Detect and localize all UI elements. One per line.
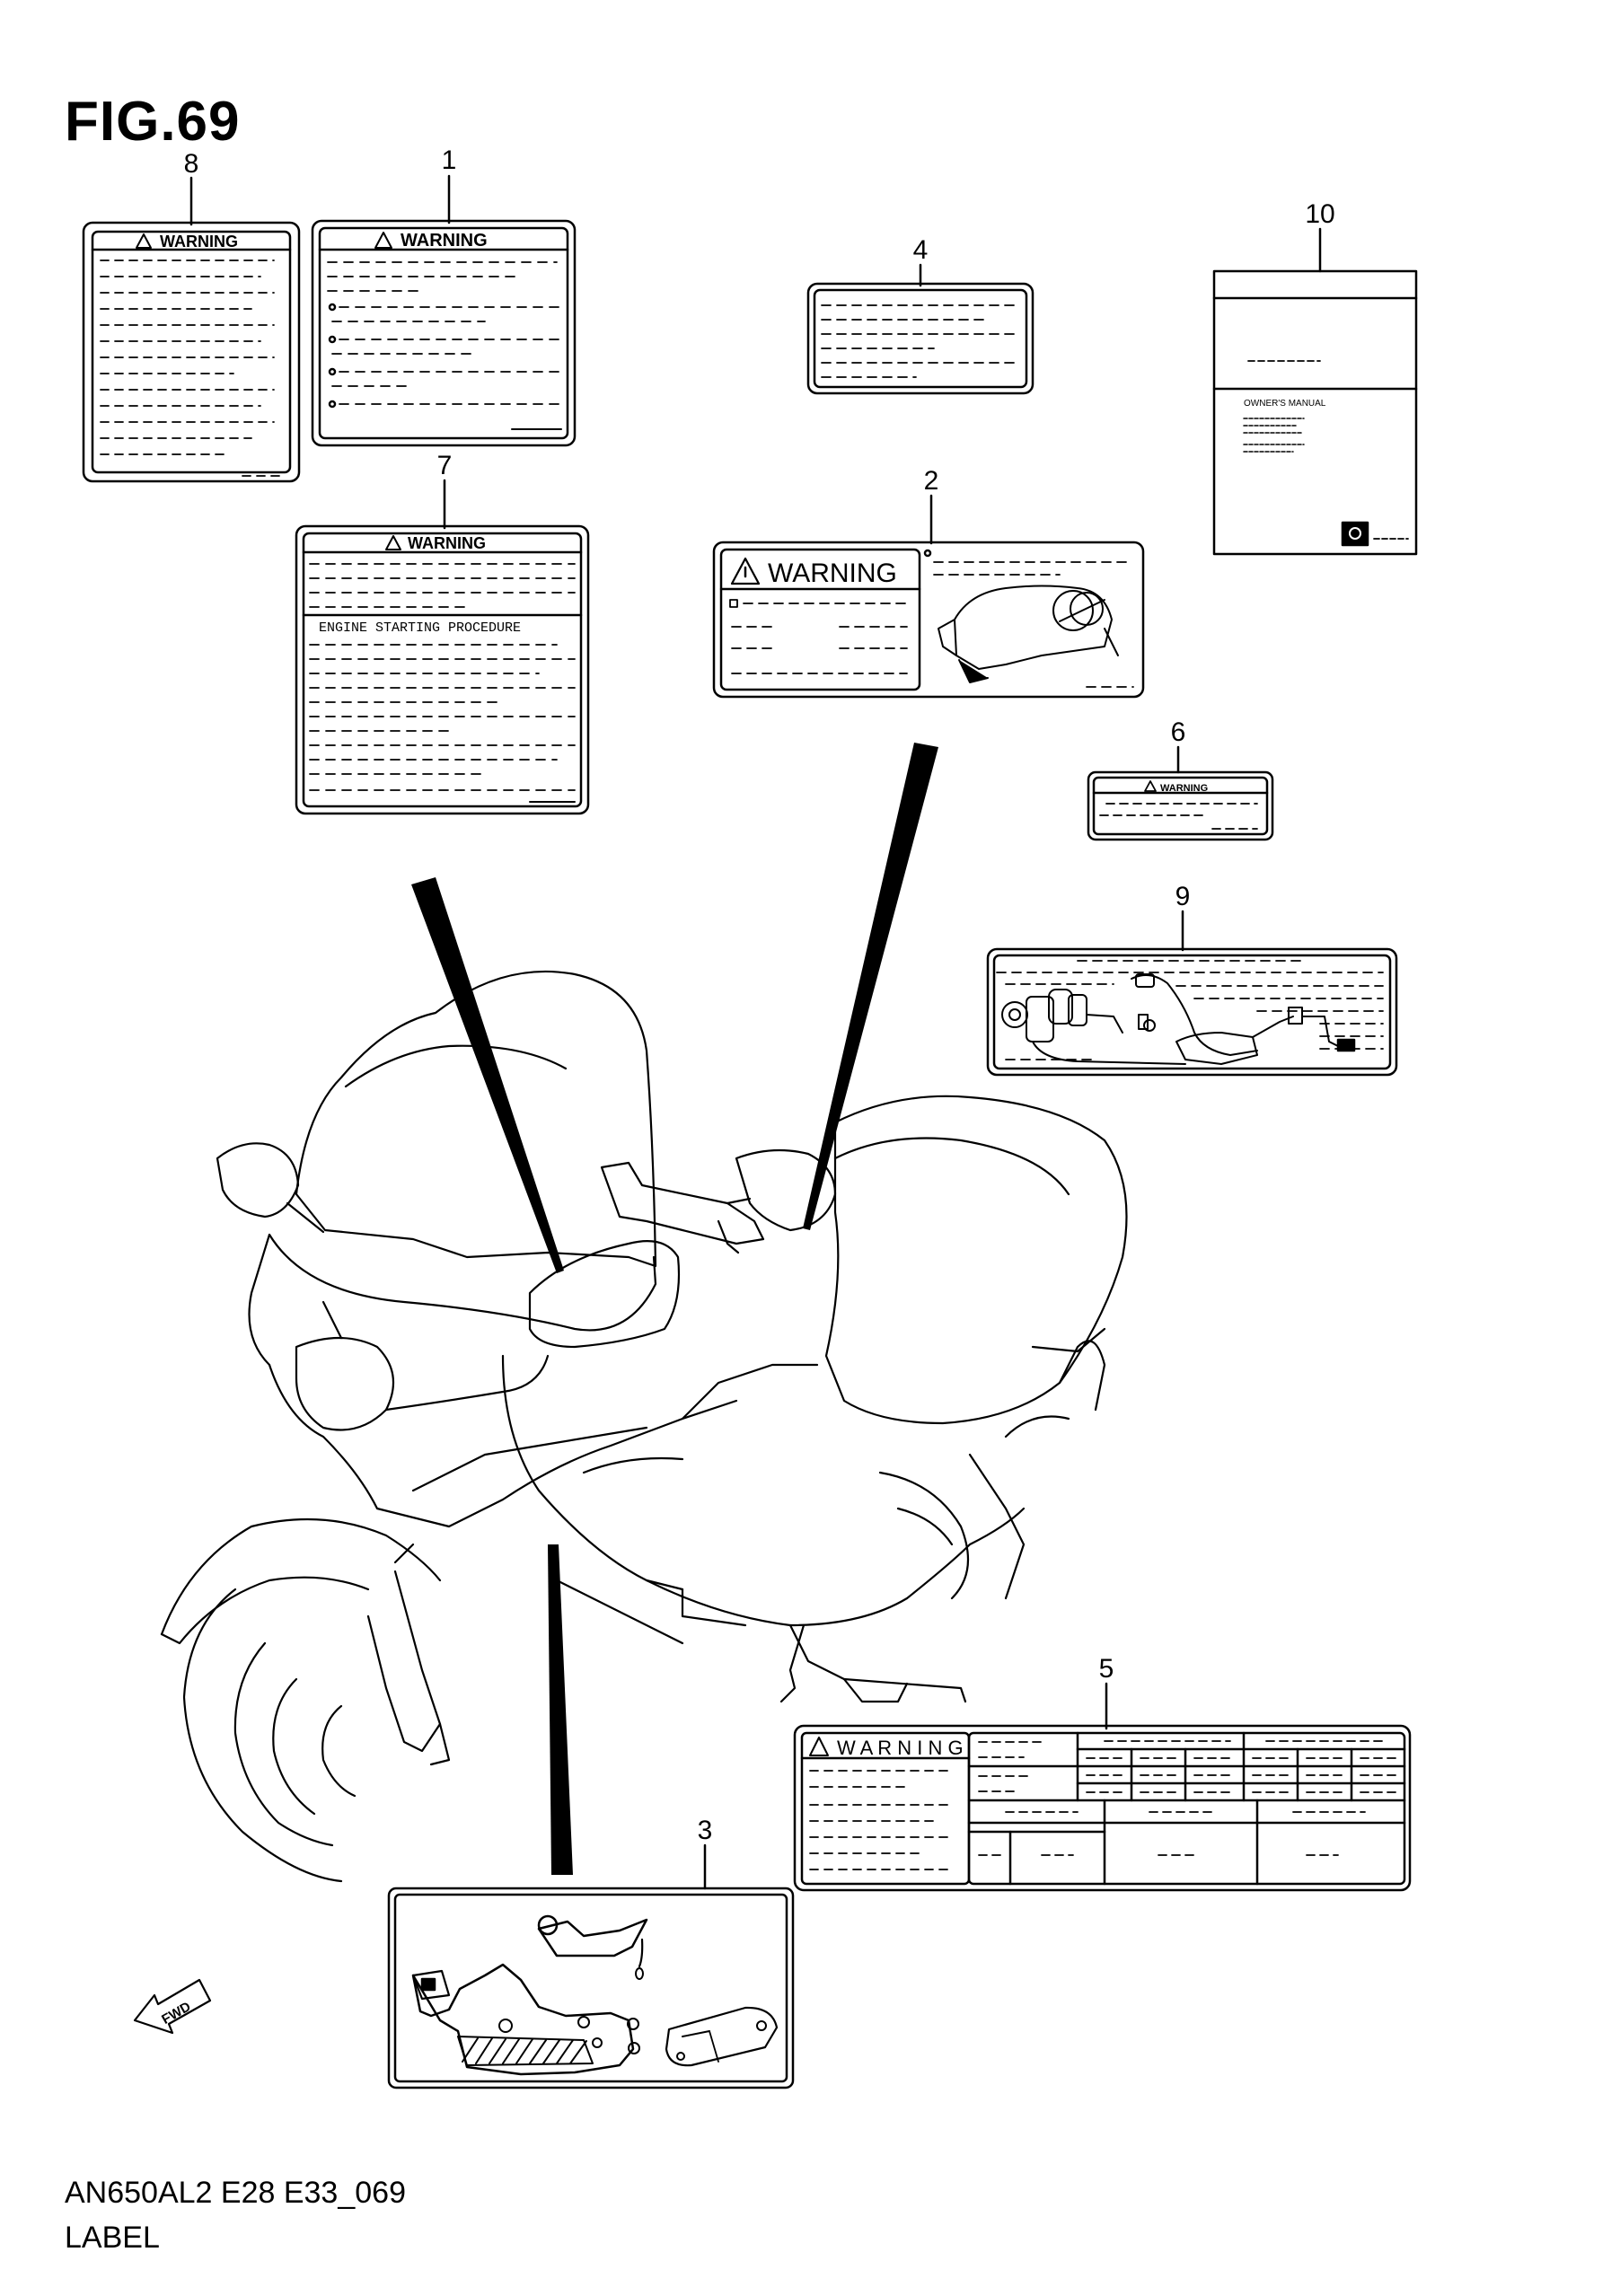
svg-text:10: 10 [1305, 199, 1334, 229]
svg-text:5: 5 [1099, 1654, 1114, 1684]
callout-10: 10 [1305, 199, 1335, 273]
label-8: WARNING [82, 221, 301, 483]
callout-3: 3 [698, 1816, 713, 1890]
label-6: WARNING [1087, 770, 1274, 841]
label-4 [806, 282, 1035, 395]
label-7: WARNING ENGINE STARTING PROCEDURE [295, 524, 590, 815]
leader-arrows [411, 743, 938, 1875]
diagram-name: LABEL [65, 2221, 160, 2255]
svg-text:WARNING: WARNING [768, 559, 897, 588]
label-2: WARNING [712, 541, 1145, 699]
svg-text:W A R N I N G: W A R N I N G [837, 1737, 964, 1759]
label-1: WARNING [311, 219, 577, 447]
label-9 [986, 947, 1398, 1077]
callout-6: 6 [1171, 717, 1186, 774]
svg-text:3: 3 [698, 1816, 713, 1845]
svg-text:7: 7 [437, 451, 453, 480]
svg-text:OWNER'S MANUAL: OWNER'S MANUAL [1244, 399, 1326, 409]
svg-text:ENGINE STARTING PROCEDURE: ENGINE STARTING PROCEDURE [319, 620, 521, 636]
callout-1: 1 [442, 145, 457, 224]
scooter-drawing [160, 970, 1128, 1883]
svg-text:2: 2 [924, 466, 939, 496]
svg-text:WARNING: WARNING [160, 233, 238, 251]
callout-4: 4 [913, 235, 929, 287]
svg-text:6: 6 [1171, 717, 1186, 747]
svg-text:9: 9 [1175, 882, 1191, 911]
callout-5: 5 [1099, 1654, 1114, 1730]
label-10-owners-manual: OWNER'S MANUAL [1212, 269, 1418, 556]
svg-text:8: 8 [184, 149, 199, 179]
label-3 [387, 1887, 795, 2089]
svg-text:WARNING: WARNING [408, 534, 486, 552]
label-5: W A R N I N G [793, 1724, 1412, 1892]
callout-2: 2 [924, 466, 939, 545]
svg-text:WARNING: WARNING [401, 231, 488, 251]
svg-text:1: 1 [442, 145, 457, 175]
callout-8: 8 [184, 149, 199, 226]
svg-text:WARNING: WARNING [1160, 783, 1208, 794]
svg-text:4: 4 [913, 235, 929, 265]
callout-7: 7 [437, 451, 453, 530]
figure-title: FIG.69 [65, 91, 241, 153]
callout-9: 9 [1175, 882, 1191, 952]
fwd-arrow-icon: FWD [133, 1978, 212, 2035]
diagram-code: AN650AL2 E28 E33_069 [65, 2176, 406, 2210]
